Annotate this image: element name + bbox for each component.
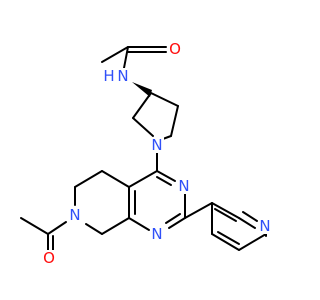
atom-nitrogen-pyridine: N: [258, 217, 272, 235]
bond-pyrrolidine-1: [150, 92, 179, 107]
bond-pyridine-5-double: [242, 211, 258, 222]
bond-pyridine-1-double: [214, 208, 237, 222]
bond-pyrrolidine-2: [170, 105, 179, 137]
bond-piperidine-2: [74, 170, 103, 188]
atom-nitrogen-amide: N: [116, 67, 130, 85]
atom-label-n-piperidine: N: [69, 206, 80, 224]
bond-pyrrolidine-4: [132, 117, 154, 137]
atom-label-o-bottom: O: [43, 249, 55, 267]
bond-carbonyl-nh: [123, 46, 129, 69]
atom-hydrogen-amide: H: [103, 67, 115, 85]
atom-label-n-amide: N: [117, 67, 128, 85]
atom-label-o-top: O: [169, 40, 181, 58]
bond-piperidine-5: [101, 217, 130, 235]
bond-acetyl-methyl-bottom: [20, 217, 49, 235]
bond-pyridine-1: [211, 202, 240, 219]
bond-pyridine-3: [211, 233, 240, 251]
bond-pyrrolidine-3: [132, 92, 152, 119]
bond-pyrimidine-to-pyridine: [184, 202, 213, 219]
atom-nitrogen-pyrimidine-n3: N: [177, 177, 191, 195]
bond-piperidine-1: [101, 170, 130, 188]
atom-label-n-pyridine: N: [259, 217, 270, 235]
atom-label-n-pyrimidine-n3: N: [178, 177, 189, 195]
atom-nitrogen-pyrimidine-n1: N: [150, 225, 164, 243]
atom-label-h-amide: H: [103, 67, 114, 85]
atom-nitrogen-pyrrolidine: N: [150, 136, 164, 154]
bond-pyridine-3-double: [217, 231, 240, 245]
atom-label-layer: O N H N N N N O: [42, 40, 272, 267]
bond-n-acetyl: [47, 221, 67, 235]
bond-pyrimidine-c2-n1: [168, 217, 186, 229]
bond-pyridine-4: [238, 233, 267, 251]
atom-oxygen-top: O: [167, 40, 181, 58]
bond-pyridine-5: [238, 217, 256, 229]
atom-oxygen-bottom: O: [42, 249, 56, 267]
bond-pyrimidine-c2-n1-double: [165, 213, 181, 224]
bond-pyrimidine-c4-n3: [156, 170, 176, 182]
bond-methyl-carbonyl-top: [101, 46, 129, 63]
molecule-structure-diagram: O N H N N N N O: [20, 40, 272, 267]
atom-nitrogen-piperidine: N: [68, 206, 82, 224]
bond-pyrimidine-n1-c8a: [128, 217, 150, 231]
bond-pyrimidine-c4-c4a: [128, 170, 158, 188]
bond-pyrimidine-c4-n3-double: [156, 176, 172, 186]
bond-piperidine-4: [85, 223, 103, 235]
bond-layer: [20, 46, 267, 253]
wedge-bond-stereocenter: [132, 82, 152, 97]
atom-label-n-pyrrolidine: N: [151, 136, 162, 154]
atom-label-n-pyrimidine-n1: N: [151, 225, 162, 243]
